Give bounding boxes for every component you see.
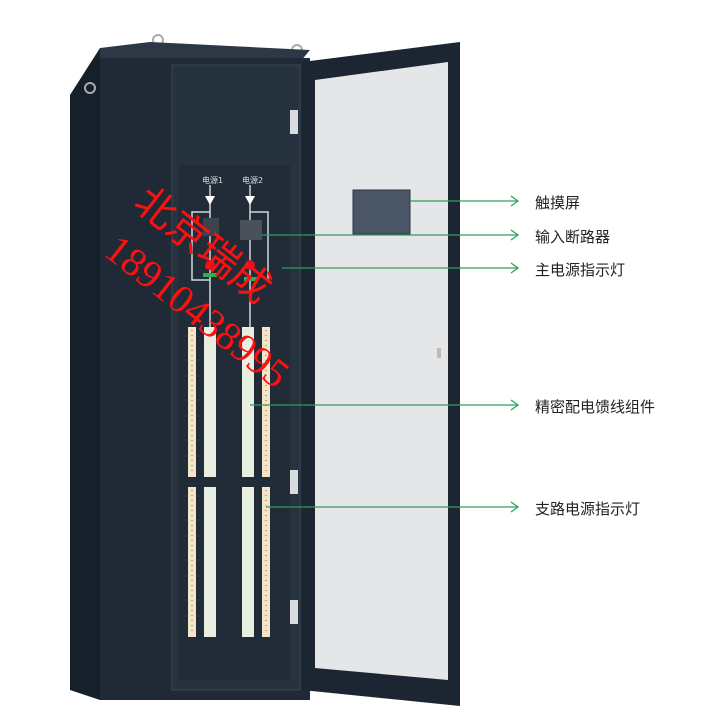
cabinet-side-panel [70,48,100,700]
distribution-panel [178,165,290,680]
source2-label: 电源2 [242,176,264,185]
callout-feeder-assembly: 精密配电馈线组件 [535,398,656,416]
main-indicator-light-1 [205,260,215,270]
touchscreen [352,189,411,235]
lifting-eye [84,82,96,94]
callout-input-breaker: 输入断路器 [535,228,611,246]
main-indicator-light-2 [245,260,255,270]
door-mesh [315,62,448,680]
feeder-strips [188,327,270,637]
source2-arrow-icon [245,196,255,205]
branch-indicator-lights [191,330,267,635]
status-bar-2 [244,277,258,281]
status-bar-1 [203,273,217,277]
circuit-diagram [191,185,269,330]
source1-arrow-icon [205,196,215,205]
callout-lines [250,195,520,513]
breaker-2 [240,220,262,240]
cabinet-top [100,42,310,62]
source1-label: 电源1 [202,176,224,185]
callout-branch-indicator: 支路电源指示灯 [535,500,641,518]
door-hinges [290,110,298,624]
door-handle [437,348,441,358]
breaker-1 [203,218,219,236]
callout-main-indicator: 主电源指示灯 [535,261,626,279]
callout-touchscreen: 触摸屏 [535,194,581,212]
